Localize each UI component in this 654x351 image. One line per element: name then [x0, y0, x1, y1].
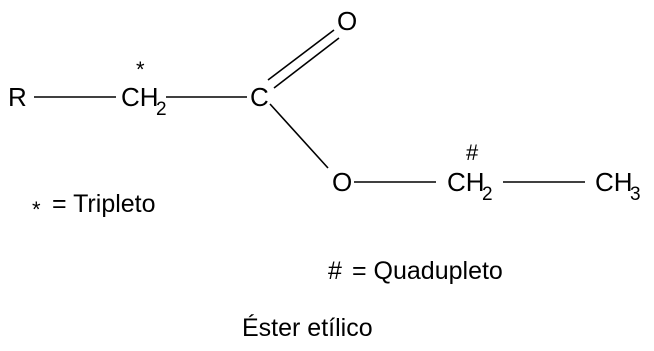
bond-c-o-double-b [273, 37, 340, 89]
ch3-symbol: CH [595, 167, 633, 197]
r-group-label: R [8, 82, 27, 112]
ester-oxygen: O [332, 167, 352, 197]
ch2-left-symbol: CH [121, 82, 159, 112]
legend-asterisk-text: = Tripleto [52, 190, 156, 218]
bond-c-o-ester [269, 103, 329, 169]
ch2-right-symbol: CH [447, 167, 485, 197]
legend-hash-text: = Quadupleto [352, 257, 503, 285]
ch2-right-subscript: 2 [482, 184, 493, 205]
carbonyl-oxygen: O [337, 6, 357, 36]
ch3-subscript: 3 [630, 184, 641, 205]
legend-hash-symbol: # [328, 257, 342, 285]
hash-marker: # [466, 140, 479, 165]
asterisk-marker: * [136, 57, 145, 82]
bond-c-o-double-a [267, 29, 335, 81]
diagram-caption: Éster etílico [242, 313, 373, 342]
carbonyl-carbon: C [250, 82, 269, 112]
ch2-left-subscript: 2 [156, 99, 167, 120]
legend-asterisk-symbol: * [32, 197, 41, 222]
